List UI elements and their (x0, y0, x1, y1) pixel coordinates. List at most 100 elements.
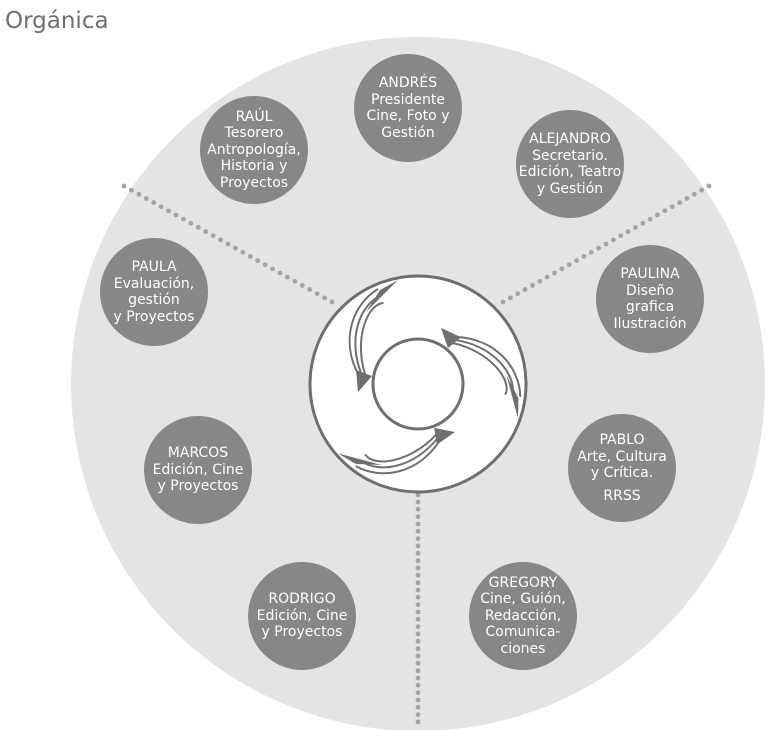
divider-dot (292, 278, 298, 284)
divider-dot (640, 220, 646, 226)
divider-dot (603, 241, 609, 247)
divider-dot (415, 712, 421, 718)
member-name: PAULINA (620, 266, 680, 282)
member-role-line: Presidente (371, 91, 445, 108)
divider-dot (515, 291, 521, 297)
member-role-line: Gestión (381, 124, 435, 141)
divider-dot (500, 299, 506, 305)
divider-dot (136, 191, 142, 197)
divider-dot (522, 287, 528, 292)
divider-dot (415, 653, 421, 659)
divider-dot (415, 675, 421, 681)
divider-dot (247, 254, 253, 259)
member-name: ALEJANDRO (529, 131, 611, 147)
divider-dot (233, 245, 238, 251)
member-role-line: Evaluación, (113, 275, 195, 292)
member-role-line: Secretario. (532, 147, 608, 164)
divider-dot (322, 295, 327, 301)
divider-dot (415, 499, 421, 505)
member-role-line: Diseño (625, 282, 674, 299)
divider-dot (415, 543, 421, 549)
divider-dot (581, 254, 587, 259)
divider-dot (507, 295, 513, 301)
divider-dot (218, 237, 223, 243)
divider-dot (285, 274, 290, 280)
divider-dot (121, 183, 127, 189)
divider-dot (706, 183, 712, 189)
divider-dot (415, 580, 421, 586)
divider-dot (277, 270, 283, 276)
divider-dot (166, 208, 171, 214)
divider-dot (415, 690, 421, 696)
divider-dot (299, 283, 305, 288)
divider-dot (415, 660, 421, 666)
member-role-line: y Gestión (536, 180, 604, 197)
divider-dot (415, 572, 421, 578)
divider-dot (143, 196, 149, 201)
divider-dot (415, 624, 421, 630)
divider-dot (415, 682, 421, 688)
divider-dot (415, 646, 421, 652)
divider-dot (314, 291, 320, 297)
member-role-line: ciones (500, 640, 546, 657)
divider-dot (181, 216, 186, 222)
divider-dot (270, 266, 275, 272)
member-role-line: Comunica- (485, 624, 561, 641)
divider-dot (415, 704, 421, 710)
member-name: RODRIGO (268, 591, 336, 608)
divider-dot (240, 249, 246, 255)
member-role-line: Edición, Teatro (518, 164, 622, 180)
member-role-line: Tesorero (224, 125, 284, 142)
divider-dot (158, 204, 164, 210)
divider-dotted-right (500, 183, 712, 305)
divider-dot (415, 602, 421, 608)
member-role-line: gestión (128, 292, 180, 308)
divider-dot (588, 249, 594, 255)
divider-dot (647, 216, 653, 222)
member-role-line: Redacción, (484, 607, 562, 624)
divider-dot (262, 262, 268, 268)
divider-dot (415, 638, 421, 644)
member-name: ANDRÉS (378, 75, 438, 91)
divider-dot (195, 225, 201, 230)
divider-dot (151, 200, 157, 205)
member-role-line: Proyectos (219, 174, 289, 191)
divider-dot (610, 237, 616, 243)
divider-dot (544, 274, 550, 280)
divider-dot (655, 212, 660, 218)
member-role-line: Antropología, (207, 141, 301, 158)
member-role-line: Ilustración (613, 315, 687, 332)
divider-dot (669, 204, 675, 210)
divider-dot (415, 565, 421, 571)
divider-dot (255, 258, 261, 263)
divider-dot (129, 187, 134, 193)
divider-dot (537, 278, 543, 284)
emblem-inner-circle (371, 337, 465, 431)
divider-dot (699, 187, 705, 193)
member-role-line: Cine, Foto y (366, 108, 450, 124)
divider-dot (210, 233, 216, 239)
member-name: PABLO (599, 432, 645, 448)
member-name: GREGORY (488, 574, 558, 591)
member-role-line: Cine, Guión, (480, 591, 566, 608)
member-name: PAULA (131, 259, 177, 275)
divider-dot (415, 587, 421, 593)
divider-dot (618, 233, 624, 239)
divider-dot (415, 521, 421, 527)
divider-dot (415, 631, 421, 637)
member-role-line: y Proyectos (157, 478, 239, 495)
divider-dot (415, 719, 421, 725)
divider-dot (415, 550, 421, 556)
divider-dot (415, 514, 421, 520)
